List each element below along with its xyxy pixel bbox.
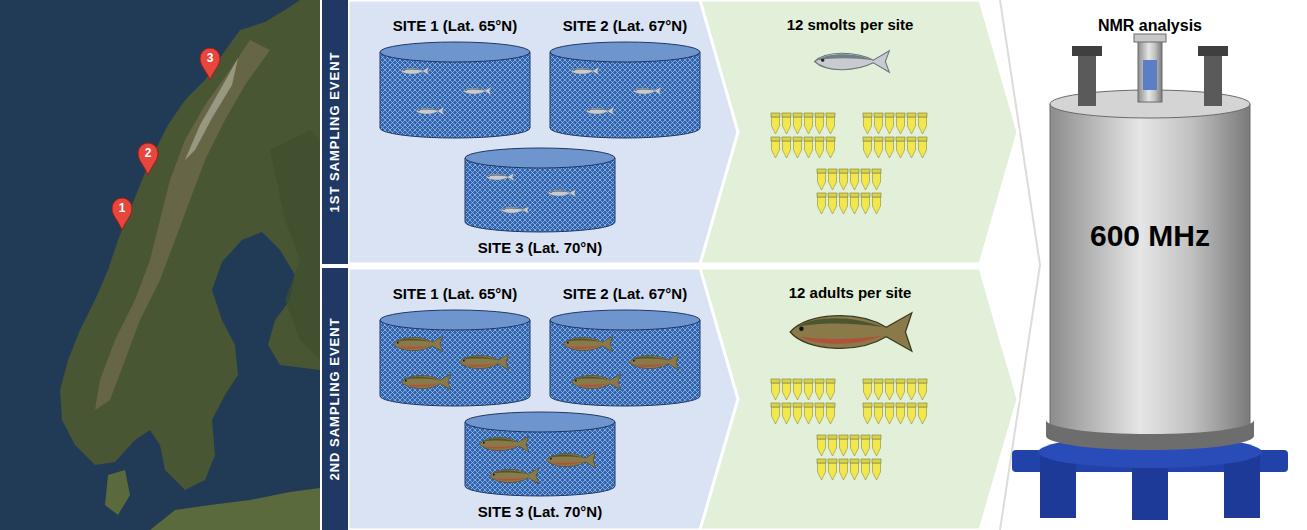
callout-number: 3: [200, 48, 220, 68]
smolt: [486, 173, 514, 181]
nmr-magnet: 600 MHz: [1050, 100, 1250, 440]
callout-number: 2: [138, 143, 158, 163]
denmark: [105, 470, 130, 515]
magnet-turret: [1134, 34, 1166, 42]
tank: [380, 52, 530, 138]
panels: [322, 0, 1040, 530]
nmr-magnet: [1012, 34, 1288, 520]
magnet-band: [1046, 420, 1254, 450]
event-label: 2ND SAMPLING EVENT: [322, 268, 348, 530]
sample-tubes: [862, 378, 928, 426]
magnet-post: [1072, 46, 1102, 56]
tank: [380, 320, 530, 406]
map-pin: [112, 198, 132, 230]
sample-count: 12 smolts per site: [700, 14, 1000, 36]
scandinavia: [60, 0, 322, 490]
site-label: SITE 3 (Lat. 70°N): [457, 238, 623, 258]
adult-salmon: [546, 452, 595, 468]
tank-top: [550, 42, 700, 62]
sample-tubes: [862, 112, 928, 160]
smolt: [501, 206, 529, 214]
site-label: SITE 2 (Lat. 67°N): [542, 16, 708, 36]
green-chevron: [700, 268, 1018, 530]
net-pen: SITE 1 (Lat. 65°N): [372, 16, 538, 140]
site-label: SITE 1 (Lat. 65°N): [372, 284, 538, 304]
tank: [550, 320, 700, 406]
tank: [465, 422, 615, 496]
adult-salmon: [571, 374, 620, 390]
adult-salmon: [489, 468, 538, 484]
blue-chevron: [348, 0, 738, 264]
sample-tubes: [816, 434, 882, 482]
blue-chevron: [348, 268, 738, 530]
sampling-event-panel: 1ST SAMPLING EVENT SITE 1 (Lat. 65°N) SITE…: [322, 0, 700, 264]
sample-panel: 12 smolts per site: [700, 0, 1018, 264]
smolt: [548, 189, 576, 197]
adult-salmon: [563, 336, 612, 352]
finland: [270, 130, 320, 360]
adult-salmon: [479, 436, 528, 452]
net-pen: SITE 2 (Lat. 67°N): [542, 16, 708, 140]
callout-number: 1: [112, 198, 132, 218]
sample-panel: 12 adults per site: [700, 268, 1018, 530]
smolt: [571, 67, 599, 75]
magnet-post: [1078, 54, 1096, 106]
adult-salmon: [459, 354, 508, 370]
mountains: [95, 40, 270, 410]
green-chevron: [700, 0, 1018, 264]
net-pen: SITE 2 (Lat. 67°N): [542, 284, 708, 408]
site-label: SITE 1 (Lat. 65°N): [372, 16, 538, 36]
magnet-body: [1050, 104, 1250, 448]
map-pin: [138, 143, 158, 175]
nmr-panel: NMR analysis 600 MHz: [1018, 0, 1307, 530]
field-strength: 600 MHz: [1050, 218, 1250, 254]
continent: [150, 488, 320, 530]
smolt: [401, 67, 429, 75]
tank-top: [550, 310, 700, 330]
magnet-post: [1198, 46, 1228, 56]
net-pen: SITE 3 (Lat. 70°N): [457, 404, 623, 522]
fish-in-tanks: [393, 67, 678, 484]
event-band: [322, 268, 348, 530]
tank-top: [380, 42, 530, 62]
samples: [770, 51, 928, 482]
tank: [465, 158, 615, 232]
panel-title: NMR analysis: [1018, 14, 1282, 38]
sampling-event-panel: 2ND SAMPLING EVENT SITE 1 (Lat. 65°N) SITE…: [322, 268, 700, 530]
map-pin: [200, 48, 220, 80]
map: [0, 0, 322, 530]
smolt: [586, 107, 614, 115]
net-pen: SITE 1 (Lat. 65°N): [372, 284, 538, 408]
magnet-post: [1204, 54, 1222, 106]
tank-top: [465, 412, 615, 432]
smolt: [633, 87, 661, 95]
adult-salmon: [401, 374, 450, 390]
site-label: SITE 2 (Lat. 67°N): [542, 284, 708, 304]
net-pen: SITE 3 (Lat. 70°N): [457, 140, 623, 258]
smolt: [463, 87, 491, 95]
sample-tubes: [770, 112, 836, 160]
magnet-turret: [1143, 60, 1157, 90]
event-label: 1ST SAMPLING EVENT: [322, 0, 348, 264]
tanks: [380, 42, 700, 496]
tank: [550, 52, 700, 138]
event-band: [322, 0, 348, 264]
adult-salmon: [393, 336, 442, 352]
smolt: [815, 51, 890, 72]
site-label: SITE 3 (Lat. 70°N): [457, 502, 623, 522]
tank-top: [380, 310, 530, 330]
adult-salmon: [629, 354, 678, 370]
adult-salmon: [790, 313, 912, 351]
tank-top: [465, 148, 615, 168]
sample-count: 12 adults per site: [700, 282, 1000, 304]
smolt: [416, 107, 444, 115]
sample-tubes: [770, 378, 836, 426]
magnet-turret: [1138, 40, 1162, 102]
sample-tubes: [816, 168, 882, 216]
